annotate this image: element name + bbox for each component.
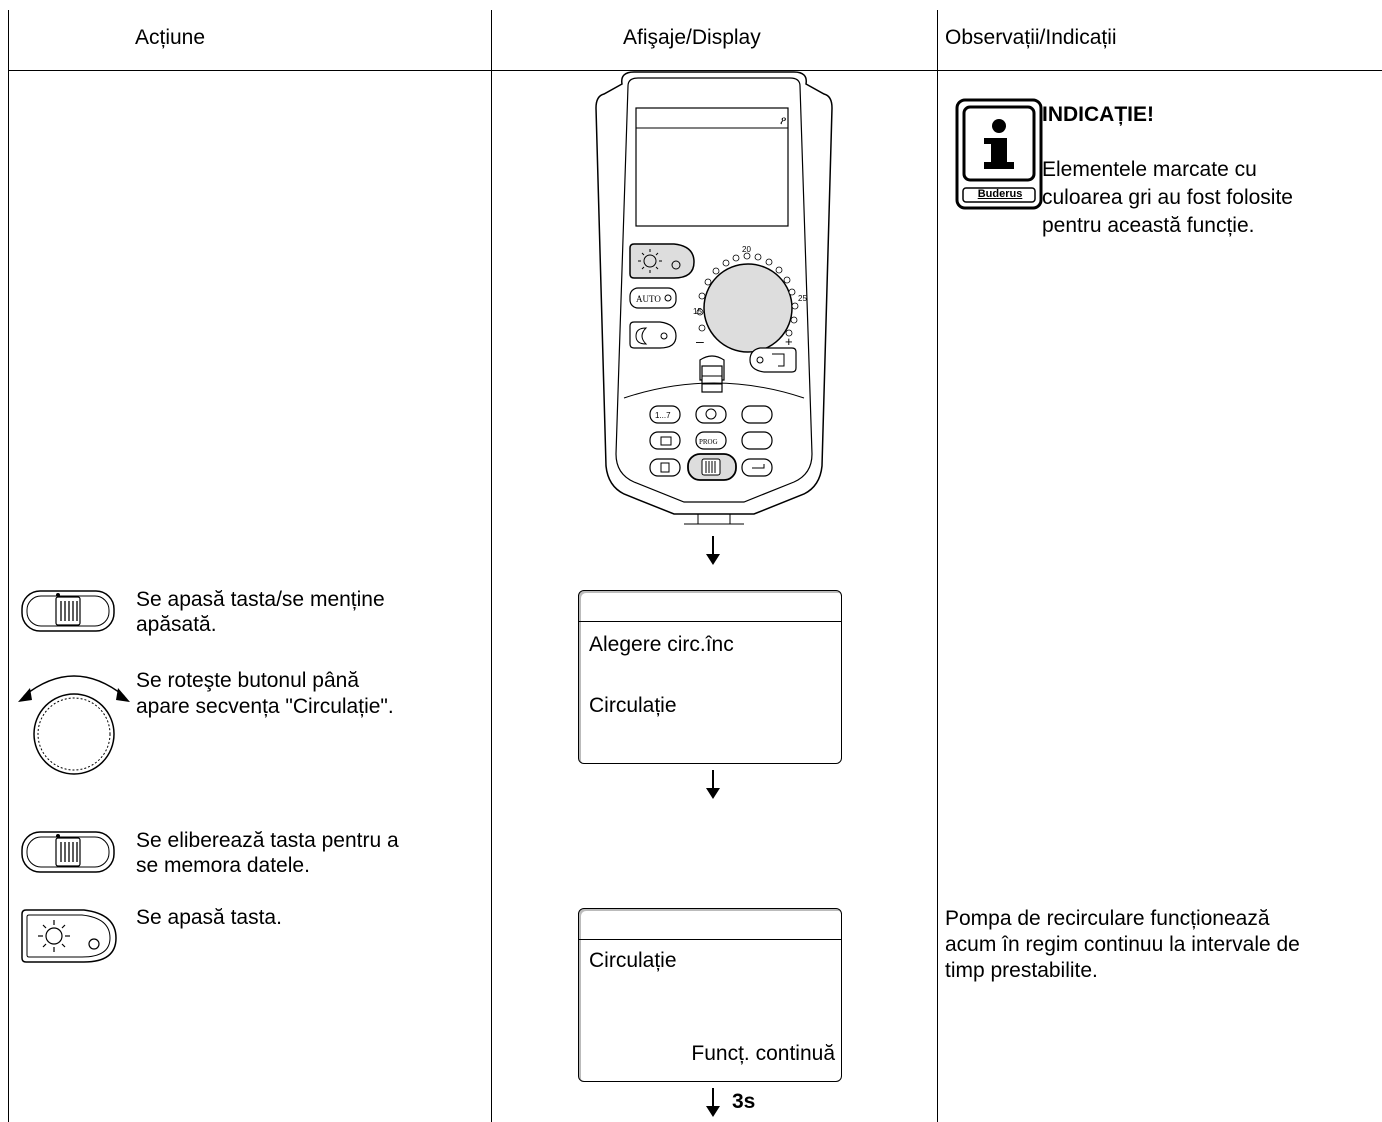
step-2-line-2: apare secvența "Circulație". [136,695,394,718]
column-divider-middle-right [937,10,938,1122]
info-icon [955,98,1043,210]
circuit-select-key-icon [21,831,115,873]
step-2-line-1: Se roteşte butonul până [136,669,360,692]
circuit-select-key-icon [21,590,115,632]
column-divider-middle-left [491,10,492,1122]
down-arrow-1 [706,536,720,565]
arrow-duration-label: 3s [732,1090,756,1113]
svg-text:15: 15 [693,307,702,316]
step-3-line-1: Se eliberează tasta pentru a [136,829,399,852]
header-divider [8,70,1382,71]
temperature-dial [703,263,793,353]
header-display: Afişaje/Display [623,26,761,49]
note-title: INDICAȚIE! [1042,103,1154,126]
down-arrow-2 [706,770,720,799]
svg-text:1...7: 1...7 [655,411,671,420]
column-divider-left [8,10,9,1122]
buderus-logo-text: Buderus [977,188,1023,200]
info-notice: Buderus INDICAȚIE! Elementele marcate cu… [955,98,1375,238]
display-panel-2: Circulație Funcț. continuă [578,908,842,1082]
svg-text:20: 20 [742,245,751,254]
rotary-knob-icon [18,675,130,775]
svg-text:25: 25 [798,294,807,303]
auto-button [629,287,677,309]
step-1-line-2: apăsată. [136,613,217,636]
header-action: Acțiune [135,26,206,49]
header-notes: Observații/Indicații [945,26,1117,49]
svg-text:+: + [785,334,793,349]
note-line-2: culoarea gri au fost folosite [1042,186,1293,209]
display-1-line-2: Circulație [589,694,677,717]
display-2-line-2: Funcț. continuă [691,1042,835,1065]
display-2-line-1: Circulație [589,949,677,972]
svg-text:AUTO: AUTO [636,294,661,304]
remark-line-1: Pompa de recirculare funcționează [945,907,1270,930]
svg-text:PROG: PROG [699,438,718,446]
display-1-line-1: Alegere circ.înc [589,633,734,656]
device-screen [635,107,789,227]
step-3-line-2: se memora datele. [136,854,310,877]
display-panel-1: Alegere circ.înc Circulație [578,590,842,764]
step-1-line-1: Se apasă tasta/se menține [136,588,385,611]
svg-text:ዖ: ዖ [780,115,786,127]
svg-text:–: – [696,333,704,349]
remark-line-3: timp prestabilite. [945,959,1098,982]
remark-line-2: acum în regim continuu la intervale de [945,933,1300,956]
note-line-1: Elementele marcate cu [1042,158,1257,181]
room-controller-illustration: ዖ AUTO 20 15 25 – + [595,71,833,525]
step-4-line-1: Se apasă tasta. [136,906,282,929]
moon-button [629,321,677,349]
down-arrow-3 [706,1088,720,1117]
note-line-3: pentru această funcție. [1042,214,1255,237]
sun-key-icon [21,909,117,963]
dial-tick-circles [696,252,799,337]
